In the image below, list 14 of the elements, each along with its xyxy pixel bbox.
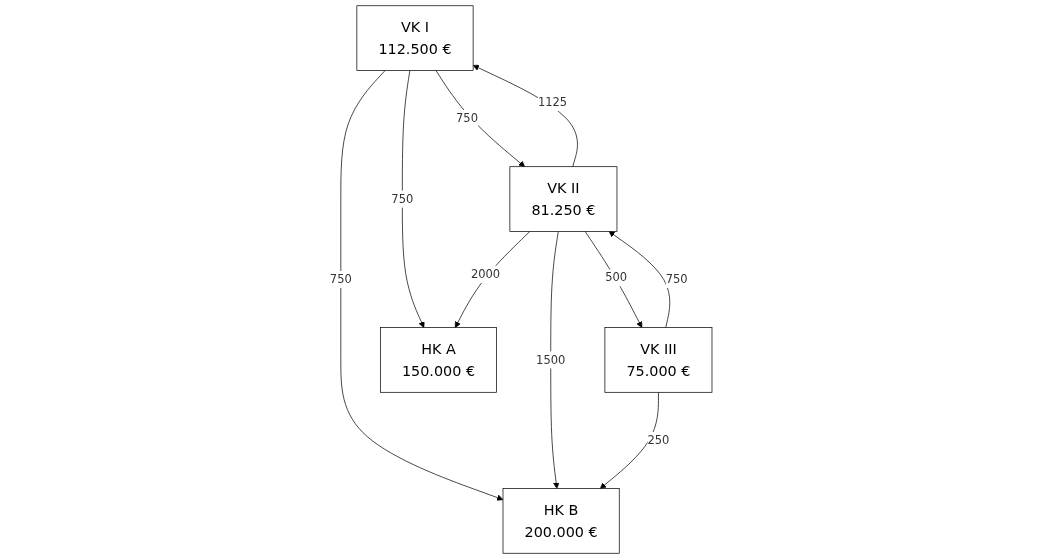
node-box: HK B 200.000 € (502, 488, 620, 554)
edge-label: 2000 (470, 267, 500, 281)
edge-label: 750 (455, 111, 478, 126)
node-box: HK A 150.000 € (379, 327, 497, 393)
edge-label: 1500 (535, 352, 565, 367)
node-box: VK II 81.250 € (509, 166, 617, 232)
edge-label: 1125 (537, 95, 567, 110)
edge-label: 250 (647, 433, 669, 447)
node-box: VK III 75.000 € (604, 327, 712, 393)
edge-label: 500 (604, 270, 627, 285)
edge-label: 750 (665, 272, 688, 286)
edge-label: 750 (390, 191, 413, 206)
node-box: VK I 112.500 € (356, 5, 474, 71)
edge-label: 750 (329, 272, 352, 286)
